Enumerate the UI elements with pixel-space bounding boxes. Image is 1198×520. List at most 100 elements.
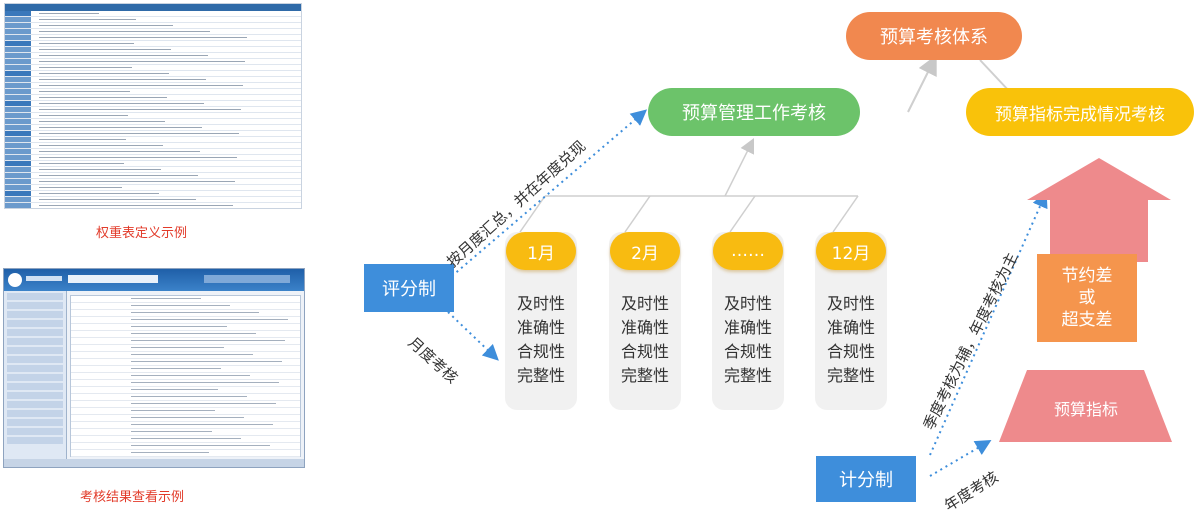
table-row xyxy=(71,317,300,324)
month-tree-lines xyxy=(519,137,859,233)
sidebar-item xyxy=(7,356,63,363)
weight-table-caption: 权重表定义示例 xyxy=(96,226,188,241)
sidebar-item xyxy=(7,410,63,417)
table-row xyxy=(5,17,301,23)
table-row xyxy=(71,429,300,436)
criterion-completeness: 完整性 xyxy=(516,366,565,385)
table-row xyxy=(5,143,301,149)
savings-line-2: 或 xyxy=(1078,288,1096,308)
table-row xyxy=(5,101,301,107)
table-text-line xyxy=(131,312,259,313)
table-row xyxy=(71,387,300,394)
table-row xyxy=(5,155,301,161)
table-row xyxy=(5,173,301,179)
table-cell xyxy=(5,77,31,82)
thumbnail-sidebar xyxy=(4,291,67,459)
table-row xyxy=(71,359,300,366)
table-text-line xyxy=(131,424,273,425)
table-row xyxy=(5,197,301,203)
table-row xyxy=(5,95,301,101)
table-cell xyxy=(5,107,31,112)
criterion-timeliness: 及时性 xyxy=(723,294,772,313)
table-text-line xyxy=(39,133,239,134)
table-row xyxy=(5,71,301,77)
sidebar-item xyxy=(7,383,63,390)
table-text-line xyxy=(39,151,200,152)
criterion-accuracy: 准确性 xyxy=(723,318,772,337)
table-row xyxy=(5,35,301,41)
table-row xyxy=(5,65,301,71)
sidebar-item xyxy=(7,437,63,444)
table-text-line xyxy=(39,61,245,62)
table-row xyxy=(71,408,300,415)
sidebar-item xyxy=(7,347,63,354)
table-cell xyxy=(5,95,31,100)
table-row xyxy=(5,83,301,89)
table-row xyxy=(71,310,300,317)
month-12-criteria: 及时性 准确性 合规性 完整性 xyxy=(823,292,879,388)
table-text-line xyxy=(39,187,122,188)
table-text-line xyxy=(39,103,204,104)
logo-icon xyxy=(8,273,22,287)
table-cell xyxy=(5,89,31,94)
table-text-line xyxy=(131,333,256,334)
table-text-line xyxy=(131,375,250,376)
table-text-line xyxy=(39,145,163,146)
table-cell xyxy=(5,119,31,124)
table-text-line xyxy=(39,97,167,98)
table-row xyxy=(5,89,301,95)
table-row xyxy=(71,401,300,408)
table-cell xyxy=(5,41,31,46)
table-cell xyxy=(5,17,31,22)
table-text-line xyxy=(39,205,233,206)
table-row xyxy=(5,161,301,167)
sidebar-item xyxy=(7,293,63,300)
upward-arrow-shape xyxy=(1027,158,1171,262)
table-row xyxy=(5,53,301,59)
table-row xyxy=(71,352,300,359)
table-text-line xyxy=(39,199,196,200)
table-row xyxy=(5,119,301,125)
table-row xyxy=(5,29,301,35)
table-cell xyxy=(5,167,31,172)
table-cell xyxy=(5,29,31,34)
mgmt-to-system-arrow xyxy=(907,54,937,113)
table-text-line xyxy=(39,25,173,26)
sidebar-item xyxy=(7,320,63,327)
table-text-line xyxy=(131,340,285,341)
criterion-completeness: 完整性 xyxy=(723,366,772,385)
sidebar-item xyxy=(7,374,63,381)
table-text-line xyxy=(131,368,221,369)
table-text-line xyxy=(39,127,202,128)
table-text-line xyxy=(39,49,171,50)
savings-line-1: 节约差 xyxy=(1061,266,1113,286)
table-row xyxy=(5,167,301,173)
points-to-indicator-arrow xyxy=(929,439,992,477)
table-text-line xyxy=(39,91,130,92)
sidebar-item xyxy=(7,329,63,336)
table-text-line xyxy=(39,175,198,176)
table-cell xyxy=(5,23,31,28)
table-cell xyxy=(5,101,31,106)
table-text-line xyxy=(131,347,224,348)
table-row xyxy=(5,131,301,137)
criterion-timeliness: 及时性 xyxy=(620,294,669,313)
table-text-line xyxy=(131,431,212,432)
table-text-line xyxy=(131,298,201,299)
thumbnail-result-table xyxy=(70,295,301,464)
table-row xyxy=(5,107,301,113)
table-cell xyxy=(5,191,31,196)
table-text-line xyxy=(131,438,241,439)
table-cell xyxy=(5,185,31,190)
table-text-line xyxy=(131,361,282,362)
table-row xyxy=(5,149,301,155)
table-cell xyxy=(5,35,31,40)
table-text-line xyxy=(39,115,128,116)
table-cell xyxy=(5,203,31,208)
table-row xyxy=(5,23,301,29)
completion-to-system-line xyxy=(979,59,1011,93)
scoring-system-box: 评分制 xyxy=(364,264,454,312)
table-row xyxy=(71,450,300,457)
table-text-line xyxy=(131,382,279,383)
budget-indicator-shape xyxy=(999,370,1172,442)
